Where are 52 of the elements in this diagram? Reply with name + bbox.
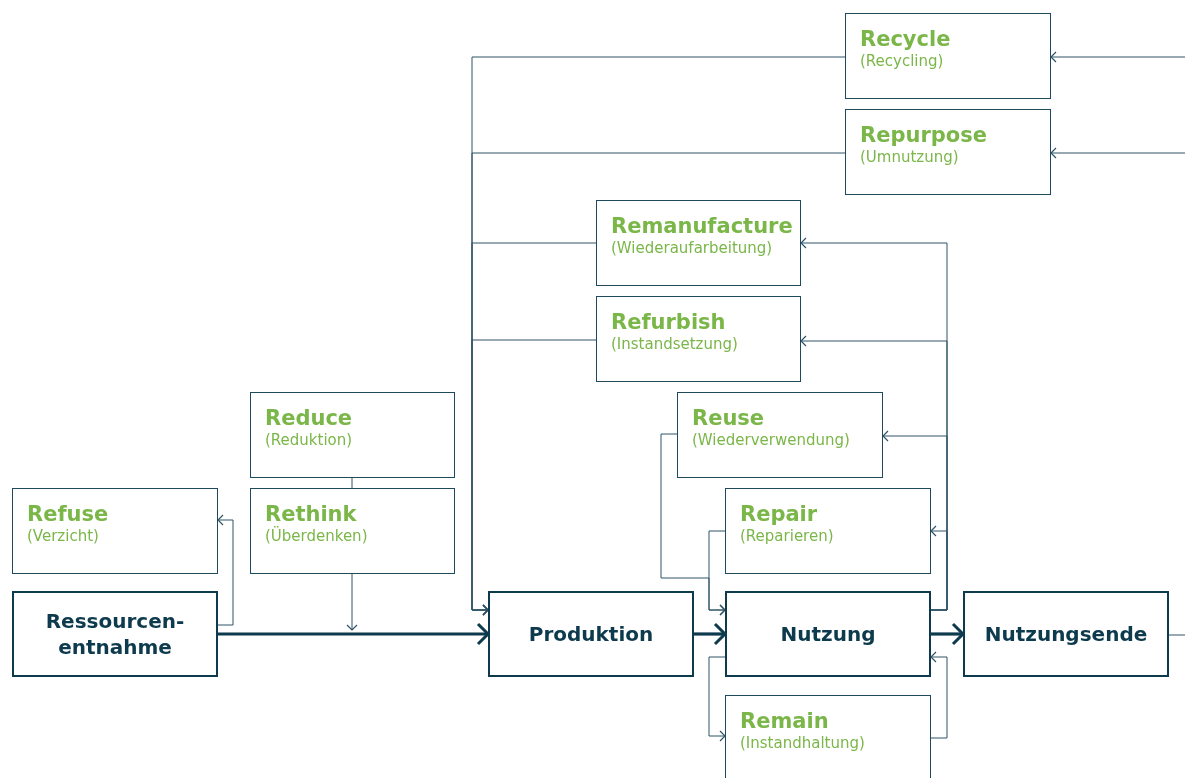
- strategy-title: Rethink: [265, 501, 357, 526]
- arrow: [218, 622, 490, 646]
- strategy-title: Refurbish: [611, 309, 726, 335]
- process-label: Nutzung: [779, 621, 877, 647]
- arrow: [694, 622, 727, 646]
- connector-line: [1168, 634, 1185, 636]
- strategy-subtitle: (Verzicht): [27, 526, 99, 546]
- strategy-title: Repurpose: [860, 122, 987, 148]
- strategy-subtitle: (Reparieren): [740, 526, 834, 546]
- strategy-subtitle: (Reduktion): [265, 430, 353, 450]
- strategy-title: Remain: [740, 708, 829, 734]
- arrow: [1050, 51, 1185, 63]
- process-box: [725, 591, 931, 677]
- process-label: Nutzungsende: [983, 621, 1149, 647]
- strategy-box: [677, 392, 883, 478]
- arrow: [930, 525, 948, 611]
- connector-line: [351, 477, 353, 489]
- arrow: [217, 514, 234, 626]
- strategy-title: Reduce: [265, 405, 353, 431]
- strategy-box: [725, 695, 931, 778]
- arrow: [471, 339, 597, 616]
- strategy-subtitle: (Instandhaltung): [740, 733, 865, 753]
- strategy-title: Reuse: [692, 405, 765, 431]
- strategy-subtitle: (Überdenken): [265, 526, 368, 546]
- strategy-subtitle: (Recycling): [860, 51, 944, 71]
- strategy-box: [250, 488, 455, 574]
- process-label: Ressourcen-entnahme: [44, 608, 186, 660]
- process-box: [488, 591, 694, 677]
- arrow: [931, 622, 965, 646]
- strategy-subtitle: (Instandsetzung): [611, 334, 738, 354]
- strategy-subtitle: (Wiederverwendung): [692, 430, 850, 450]
- strategy-title: Refuse: [27, 501, 109, 527]
- strategy-subtitle: (Wiederaufarbeitung): [611, 238, 773, 258]
- arrow: [1050, 147, 1185, 159]
- strategy-title: Recycle: [860, 26, 951, 52]
- strategy-box: [596, 296, 801, 382]
- strategy-box: [845, 109, 1051, 195]
- arrow: [708, 656, 726, 742]
- strategy-title: Remanufacture: [611, 213, 793, 239]
- strategy-box: [250, 392, 455, 478]
- strategy-box: [596, 200, 801, 286]
- arrow: [708, 530, 726, 616]
- strategy-subtitle: (Umnutzung): [860, 147, 959, 167]
- strategy-box: [845, 13, 1051, 99]
- process-box: [963, 591, 1169, 677]
- strategy-title: Repair: [740, 501, 818, 527]
- arrow: [346, 573, 358, 631]
- process-box: [12, 591, 218, 677]
- process-label: Produktion: [527, 621, 655, 647]
- strategy-box: [12, 488, 218, 574]
- arrow: [930, 651, 948, 739]
- strategy-box: [725, 488, 931, 574]
